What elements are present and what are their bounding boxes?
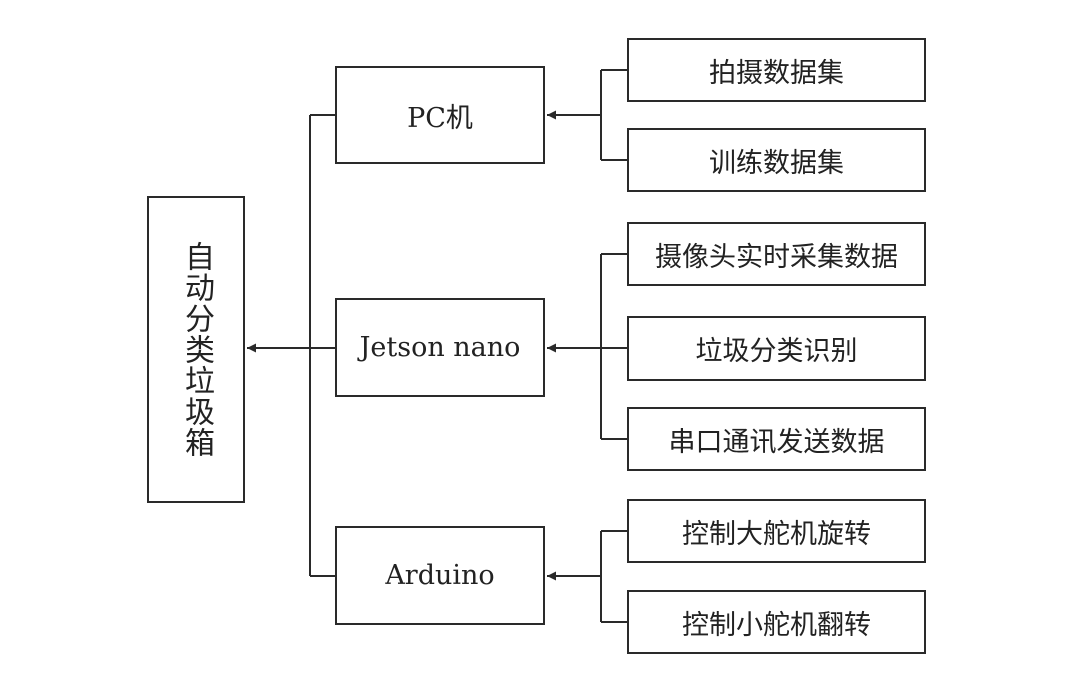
root-connector [247, 114, 335, 577]
node-small-servo-flip: 控制小舵机翻转 [627, 590, 926, 654]
node-big-servo-rotate-label: 控制大舵机旋转 [682, 518, 871, 550]
node-capture-dataset: 拍摄数据集 [627, 38, 926, 102]
node-arduino: Arduino [335, 526, 545, 625]
node-big-servo-rotate: 控制大舵机旋转 [627, 499, 926, 563]
node-capture-dataset-label: 拍摄数据集 [709, 57, 844, 89]
arduino-connector [547, 530, 627, 623]
root-node-label: 自动分类垃圾箱 [179, 241, 214, 458]
node-jetson-nano-label: Jetson nano [359, 332, 521, 363]
jetson-connector [547, 253, 627, 440]
node-arduino-label: Arduino [385, 560, 495, 591]
root-node: 自动分类垃圾箱 [147, 196, 245, 503]
node-garbage-classification-label: 垃圾分类识别 [695, 336, 858, 367]
node-camera-realtime-capture-label: 摄像头实时采集数据 [655, 241, 898, 273]
pc-connector [547, 69, 627, 161]
node-jetson-nano: Jetson nano [335, 298, 545, 397]
node-pc: PC机 [335, 66, 545, 164]
node-serial-send-data: 串口通讯发送数据 [627, 407, 926, 471]
node-camera-realtime-capture: 摄像头实时采集数据 [627, 222, 926, 286]
node-small-servo-flip-label: 控制小舵机翻转 [682, 609, 871, 641]
node-train-dataset: 训练数据集 [627, 128, 926, 192]
node-train-dataset-label: 训练数据集 [709, 147, 844, 179]
node-garbage-classification: 垃圾分类识别 [627, 316, 926, 381]
node-serial-send-data-label: 串口通讯发送数据 [668, 426, 885, 458]
node-pc-label: PC机 [407, 102, 473, 134]
